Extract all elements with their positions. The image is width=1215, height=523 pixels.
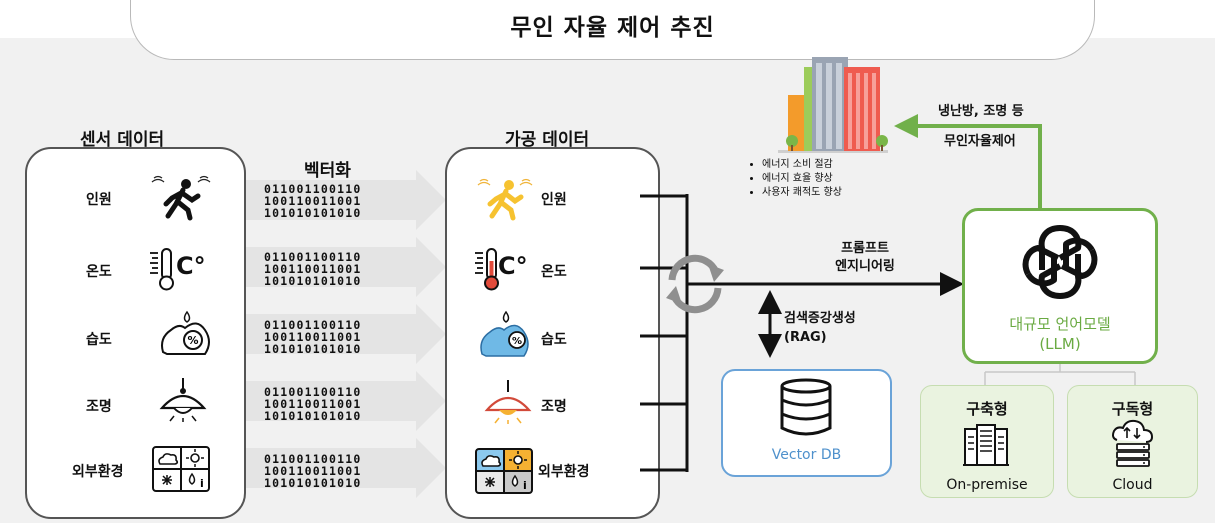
rag-label-line1: 검색증강생성 bbox=[784, 311, 856, 326]
page-title: 무인 자율 제어 추진 bbox=[510, 15, 715, 41]
humidity-color-icon: % bbox=[480, 310, 529, 357]
control-label-line2: 무인자율제어 bbox=[944, 134, 1016, 149]
cloud-title: 구독형 bbox=[1111, 400, 1154, 418]
llm-label-line1: 대규모 언어모델 bbox=[1009, 315, 1111, 333]
sensor-label-person: 인원 bbox=[86, 192, 112, 208]
person-walking-icon bbox=[151, 175, 211, 221]
sensor-label-environment: 외부환경 bbox=[72, 464, 124, 480]
processed-data-header: 가공 데이터 bbox=[505, 130, 590, 150]
control-label-line1: 냉난방, 조명 등 bbox=[938, 104, 1024, 119]
cycle-arrows-icon bbox=[666, 254, 724, 314]
smart-building-icon bbox=[778, 57, 888, 153]
weather-environment-icon: i bbox=[152, 446, 210, 492]
on-premise-title: 구축형 bbox=[966, 400, 1008, 418]
processed-label-person: 인원 bbox=[541, 192, 567, 208]
benefit-item: 에너지 소비 절감 bbox=[762, 158, 842, 172]
person-walking-color-icon bbox=[477, 178, 533, 221]
benefit-item: 에너지 효율 향상 bbox=[762, 172, 842, 186]
thermometer-color-icon bbox=[475, 248, 499, 291]
title-bar bbox=[130, 0, 1095, 60]
database-icon bbox=[780, 378, 832, 436]
llm-knot-icon bbox=[1022, 225, 1098, 299]
building-benefit-list: 에너지 소비 절감 에너지 효율 향상 사용자 쾌적도 향상 bbox=[748, 158, 842, 200]
processed-label-temperature: 온도 bbox=[541, 264, 567, 280]
sensor-label-lighting: 조명 bbox=[86, 399, 112, 415]
prompt-label-line1: 프롬프트 bbox=[841, 241, 889, 256]
sensor-label-temperature: 온도 bbox=[86, 264, 112, 280]
cloud-subtitle: Cloud bbox=[1112, 477, 1153, 493]
ceiling-lamp-color-icon bbox=[484, 380, 532, 424]
llm-label-line2: (LLM) bbox=[1039, 335, 1081, 353]
sensor-label-humidity: 습도 bbox=[86, 332, 112, 348]
benefit-item: 사용자 쾌적도 향상 bbox=[762, 186, 842, 200]
thermometer-icon bbox=[150, 248, 174, 291]
sensor-data-header: 센서 데이터 bbox=[80, 130, 165, 150]
ceiling-lamp-icon bbox=[159, 378, 207, 422]
vector-db-label: Vector DB bbox=[771, 447, 842, 463]
processed-celsius-text: C° bbox=[498, 252, 528, 280]
svg-text:%: % bbox=[187, 334, 198, 347]
server-rack-icon bbox=[963, 424, 1009, 466]
humidity-drops-icon: % bbox=[161, 310, 210, 355]
vectorize-arrows bbox=[246, 170, 446, 498]
rag-label-line2: (RAG) bbox=[784, 330, 827, 345]
prompt-label-line2: 엔지니어링 bbox=[835, 259, 895, 274]
processed-label-lighting: 조명 bbox=[541, 399, 567, 415]
cloud-card bbox=[1067, 385, 1198, 498]
processed-label-humidity: 습도 bbox=[541, 332, 567, 348]
svg-text:%: % bbox=[512, 336, 522, 347]
vectorize-header: 벡터화 bbox=[304, 161, 351, 181]
celsius-unit-text: C° bbox=[176, 252, 206, 280]
weather-color-icon: i bbox=[475, 448, 533, 494]
svg-text:i: i bbox=[200, 477, 204, 490]
on-premise-subtitle: On-premise bbox=[946, 477, 1028, 493]
processed-label-environment: 외부환경 bbox=[538, 464, 590, 480]
cloud-server-icon bbox=[1112, 419, 1154, 467]
svg-text:i: i bbox=[523, 479, 527, 492]
llm-box bbox=[962, 208, 1158, 364]
